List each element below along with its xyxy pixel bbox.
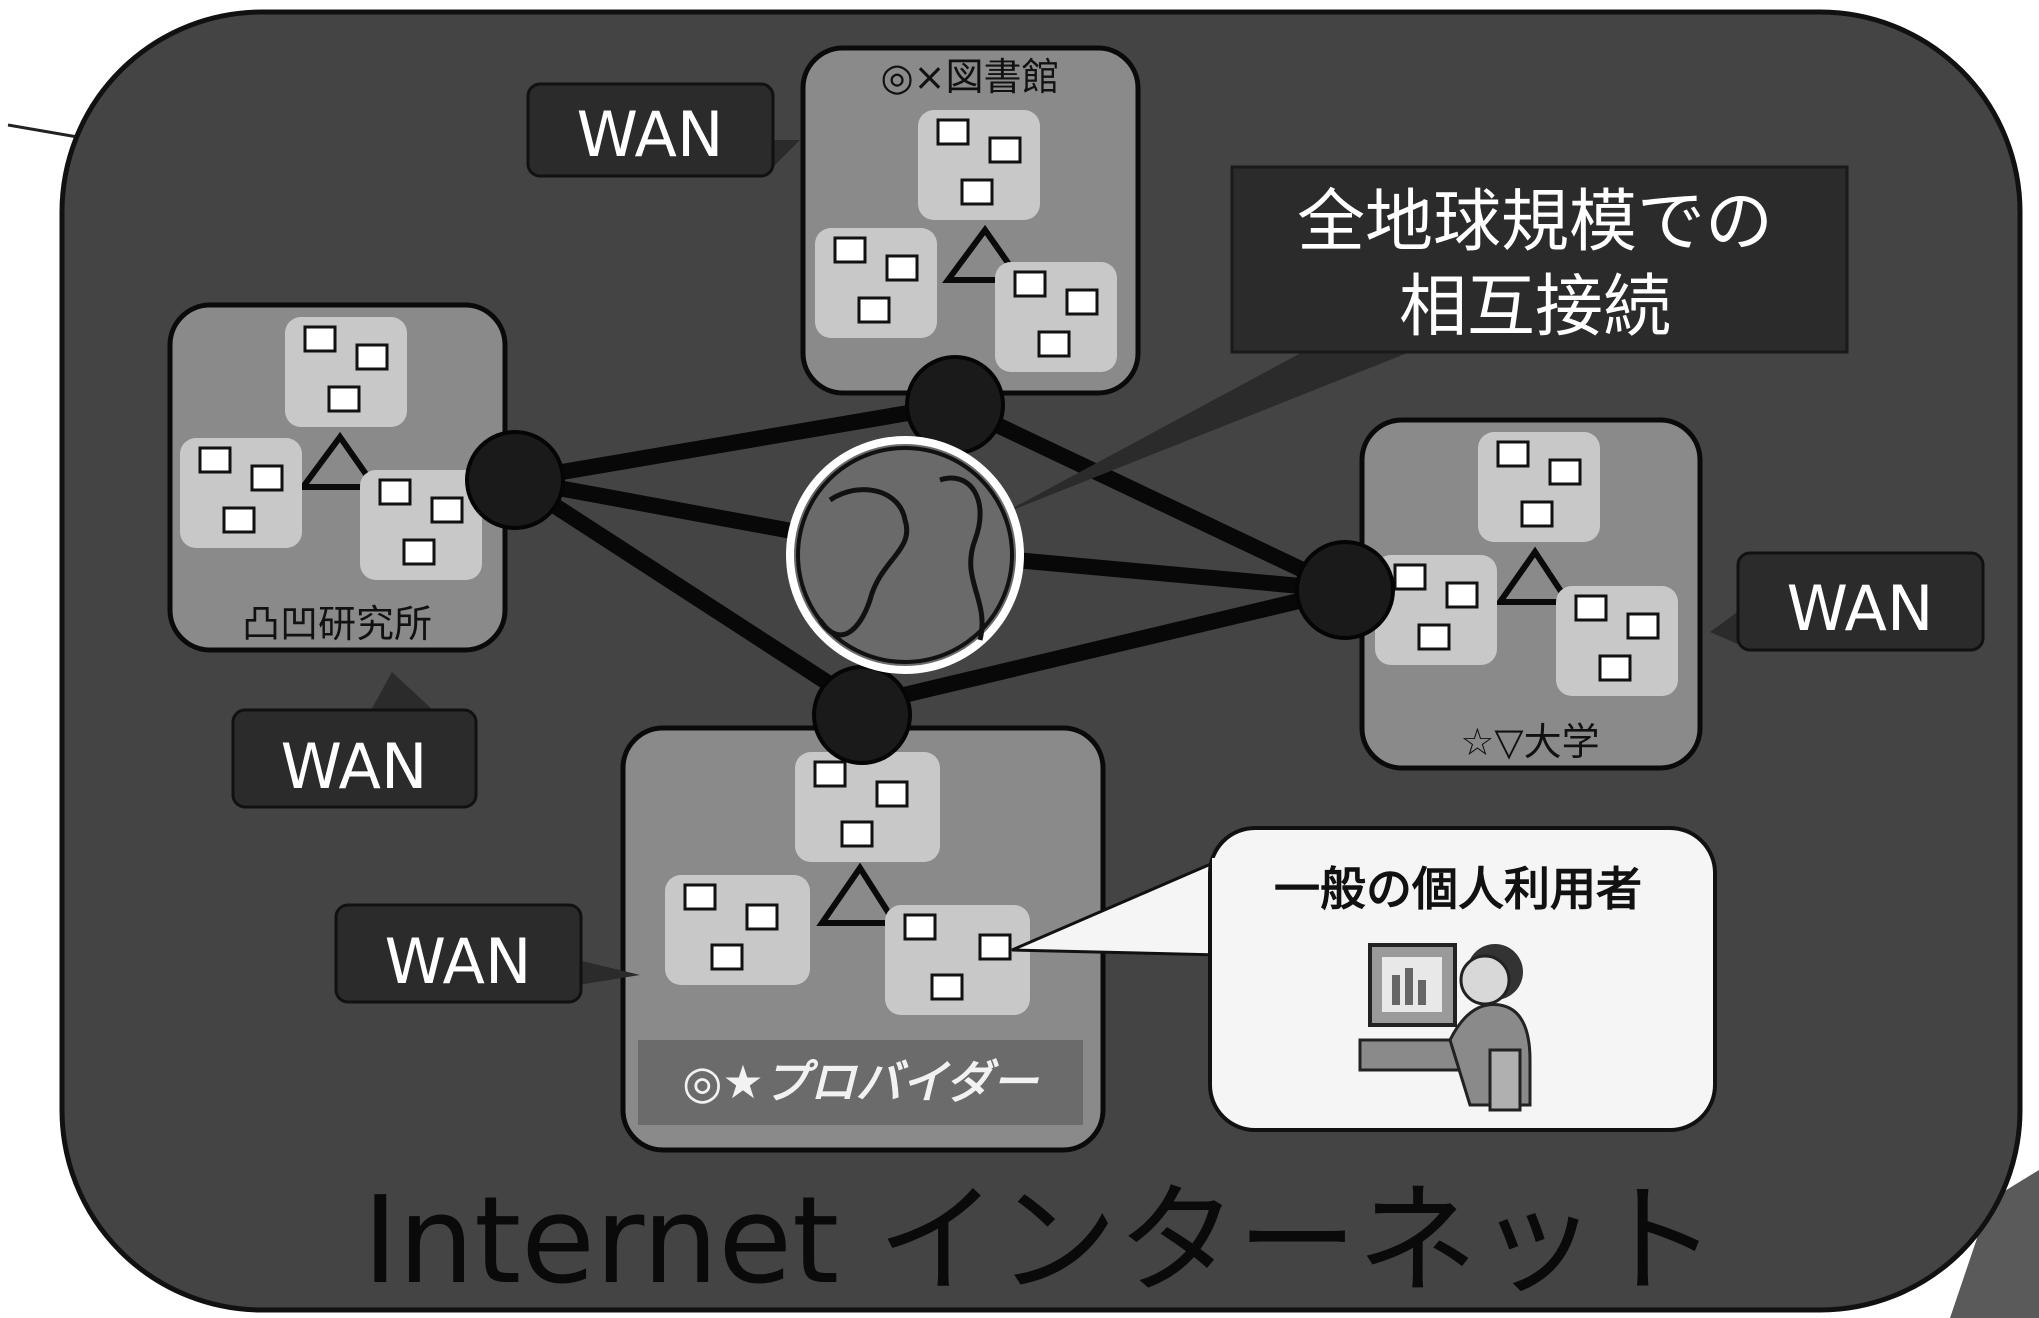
tag-pointer: [770, 140, 800, 170]
tag-pointer: [1710, 610, 1740, 645]
wan-tag-lab: WAN: [231, 672, 478, 809]
wan-label: WAN: [385, 925, 532, 998]
callout-box: [1230, 165, 1849, 354]
callout-line-2: 相互接続: [1399, 268, 1671, 347]
wan-label: WAN: [577, 98, 724, 171]
provider-label-bar: [638, 1040, 1083, 1125]
callout-line-1: 全地球規模での: [1297, 183, 1773, 262]
computer-icon: [683, 760, 1012, 1001]
corner-shadow: [1950, 1170, 2039, 1318]
wan-tag-provider: WAN: [334, 903, 640, 1004]
network-label: ◎×図書館: [881, 55, 1060, 99]
tag-box: [526, 82, 775, 178]
global-callout-pointer: [1000, 340, 1440, 515]
cluster-triangle: [1494, 546, 1574, 605]
network-label: ☆▽大学: [1460, 720, 1599, 764]
computer-icon: [198, 325, 464, 566]
computer-icon: [1393, 440, 1660, 682]
network-university: ☆▽大学: [1359, 417, 1703, 771]
network-label: 凸凹研究所: [242, 602, 432, 646]
global-callout: 全地球規模での 相互接続: [1230, 165, 1849, 354]
router-icon: [465, 430, 565, 530]
tag-pointer: [370, 672, 435, 712]
router-icon: [1295, 540, 1395, 640]
wan-label: WAN: [281, 730, 428, 803]
tag-box: [334, 903, 583, 1004]
wan-label: WAN: [1787, 572, 1934, 645]
network-provider: ◎★プロバイダー: [620, 725, 1106, 1153]
router-icon: [812, 665, 912, 765]
network-lab: 凸凹研究所: [167, 302, 508, 653]
globe-icon: [786, 436, 1024, 674]
network-label: ◎★プロバイダー: [682, 1055, 1040, 1109]
wan-tag-library: WAN: [526, 82, 800, 178]
tag-box: [231, 708, 478, 809]
user-label: 一般の個人利用者: [1274, 862, 1642, 916]
tag-box: [1736, 551, 1985, 652]
cluster-triangle: [816, 862, 901, 926]
computer-icon: [833, 118, 1099, 358]
network-library: ◎×図書館: [800, 45, 1141, 396]
wan-tag-university: WAN: [1710, 551, 1985, 652]
tag-pointer: [578, 960, 640, 985]
router-icons: [465, 355, 1395, 765]
user-at-computer-icon: [1358, 943, 1532, 1112]
cluster-triangle: [297, 431, 381, 490]
user-callout: 一般の個人利用者: [1011, 826, 1717, 1132]
cluster-triangle: [942, 224, 1026, 283]
diagram-title: Internet インターネット: [363, 1172, 1718, 1311]
